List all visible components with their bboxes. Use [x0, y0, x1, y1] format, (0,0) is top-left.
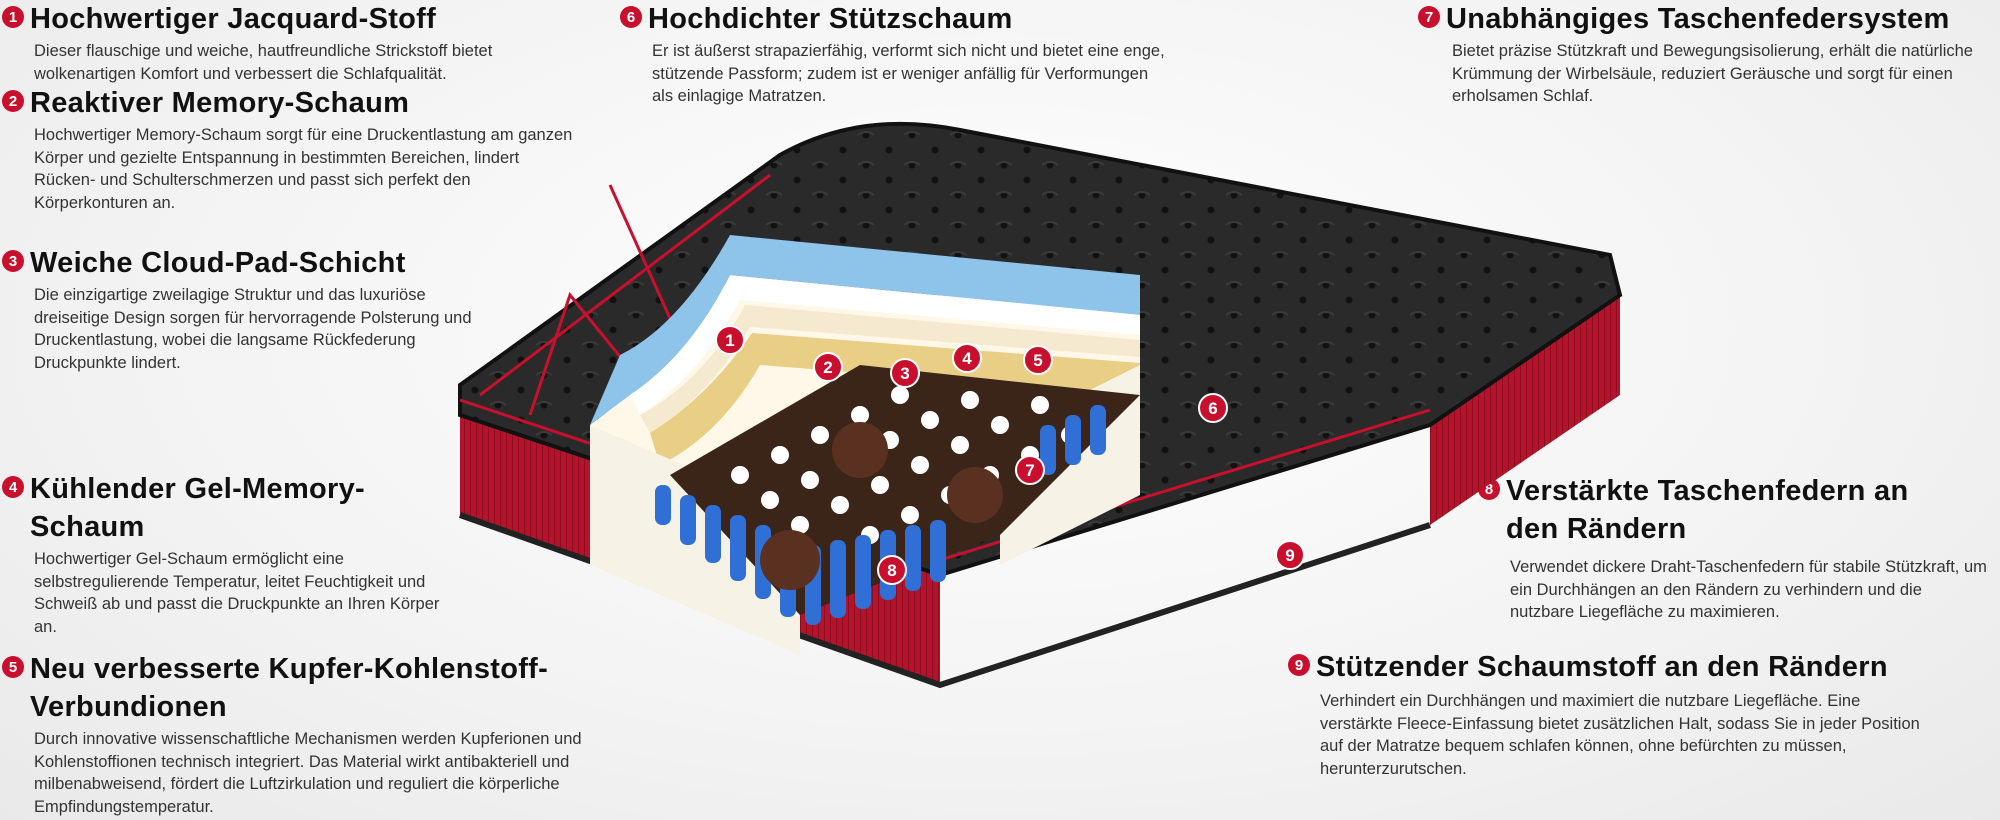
- feature-title-9: Stützender Schaumstoff an den Rändern: [1316, 651, 1888, 683]
- callout-6: 6: [1198, 393, 1228, 423]
- callout-2: 2: [813, 352, 843, 382]
- number-badge-4: 4: [2, 476, 24, 498]
- feature-9: 9 Stützender Schaumstoff an den Rändern V…: [1288, 648, 1988, 780]
- mattress-illustration: 1 2 3 4 5 6 7 8 9: [458, 121, 1623, 689]
- feature-text-1: Dieser flauschige und weiche, hautfreund…: [34, 42, 493, 83]
- feature-3: 3 Weiche Cloud-Pad-Schicht Die einzigarti…: [2, 244, 522, 374]
- feature-title-4: Kühlender Gel-Memory-Schaum: [30, 473, 366, 543]
- number-badge-5: 5: [2, 656, 24, 678]
- feature-title-6: Hochdichter Stützschaum: [648, 3, 1013, 35]
- feature-text-6: Er ist äußerst strapazierfähig, verformt…: [652, 42, 1165, 105]
- feature-1: 1 Hochwertiger Jacquard-Stoff Dieser flau…: [2, 0, 582, 85]
- callout-4: 4: [952, 343, 982, 373]
- callout-8: 8: [877, 555, 907, 585]
- feature-text-4: Hochwertiger Gel-Schaum ermöglicht eine …: [34, 550, 440, 636]
- feature-text-3: Die einzigartige zweilagige Struktur und…: [34, 286, 472, 372]
- number-badge-9: 9: [1288, 654, 1310, 676]
- feature-title-8: Verstärkte Taschenfedern an den Rändern: [1506, 475, 1909, 545]
- feature-title-5: Neu verbesserte Kupfer-Kohlenstoff-Verbu…: [30, 653, 549, 723]
- feature-title-2: Reaktiver Memory-Schaum: [30, 87, 410, 119]
- feature-text-8: Verwendet dickere Draht-Taschenfedern fü…: [1510, 558, 1987, 621]
- svg-text:2: 2: [823, 358, 832, 377]
- number-badge-2: 2: [2, 90, 24, 112]
- callout-9: 9: [1275, 540, 1305, 570]
- svg-text:1: 1: [725, 331, 734, 350]
- feature-text-9: Verhindert ein Durchhängen und maximiert…: [1320, 692, 1920, 778]
- callout-badges: 1 2 3 4 5 6 7 8 9: [715, 325, 1305, 585]
- feature-text-7: Bietet präzise Stützkraft und Bewegungsi…: [1452, 42, 1973, 105]
- svg-text:5: 5: [1033, 351, 1042, 370]
- svg-text:4: 4: [962, 349, 972, 368]
- feature-text-5: Durch innovative wissenschaftliche Mecha…: [34, 730, 582, 816]
- callout-7: 7: [1015, 455, 1045, 485]
- svg-text:7: 7: [1025, 461, 1034, 480]
- number-badge-7: 7: [1418, 6, 1440, 28]
- number-badge-6: 6: [620, 6, 642, 28]
- callout-5: 5: [1023, 345, 1053, 375]
- callout-3: 3: [890, 358, 920, 388]
- feature-7: 7 Unabhängiges Taschenfedersystem Bietet …: [1418, 0, 1998, 108]
- svg-text:3: 3: [900, 364, 909, 383]
- number-badge-3: 3: [2, 250, 24, 272]
- feature-title-7: Unabhängiges Taschenfedersystem: [1446, 3, 1950, 35]
- svg-text:8: 8: [887, 561, 896, 580]
- feature-6: 6 Hochdichter Stützschaum Er ist äußerst …: [620, 0, 1180, 108]
- feature-4: 4 Kühlender Gel-Memory-Schaum Hochwertige…: [2, 470, 462, 638]
- feature-5: 5 Neu verbesserte Kupfer-Kohlenstoff-Verb…: [2, 650, 642, 818]
- feature-title-3: Weiche Cloud-Pad-Schicht: [30, 247, 406, 279]
- feature-text-2: Hochwertiger Memory-Schaum sorgt für ein…: [34, 126, 573, 212]
- feature-2: 2 Reaktiver Memory-Schaum Hochwertiger Me…: [2, 84, 592, 214]
- svg-text:9: 9: [1285, 546, 1294, 565]
- feature-title-1: Hochwertiger Jacquard-Stoff: [30, 3, 437, 35]
- svg-text:6: 6: [1208, 399, 1217, 418]
- callout-1: 1: [715, 325, 745, 355]
- number-badge-1: 1: [2, 6, 24, 28]
